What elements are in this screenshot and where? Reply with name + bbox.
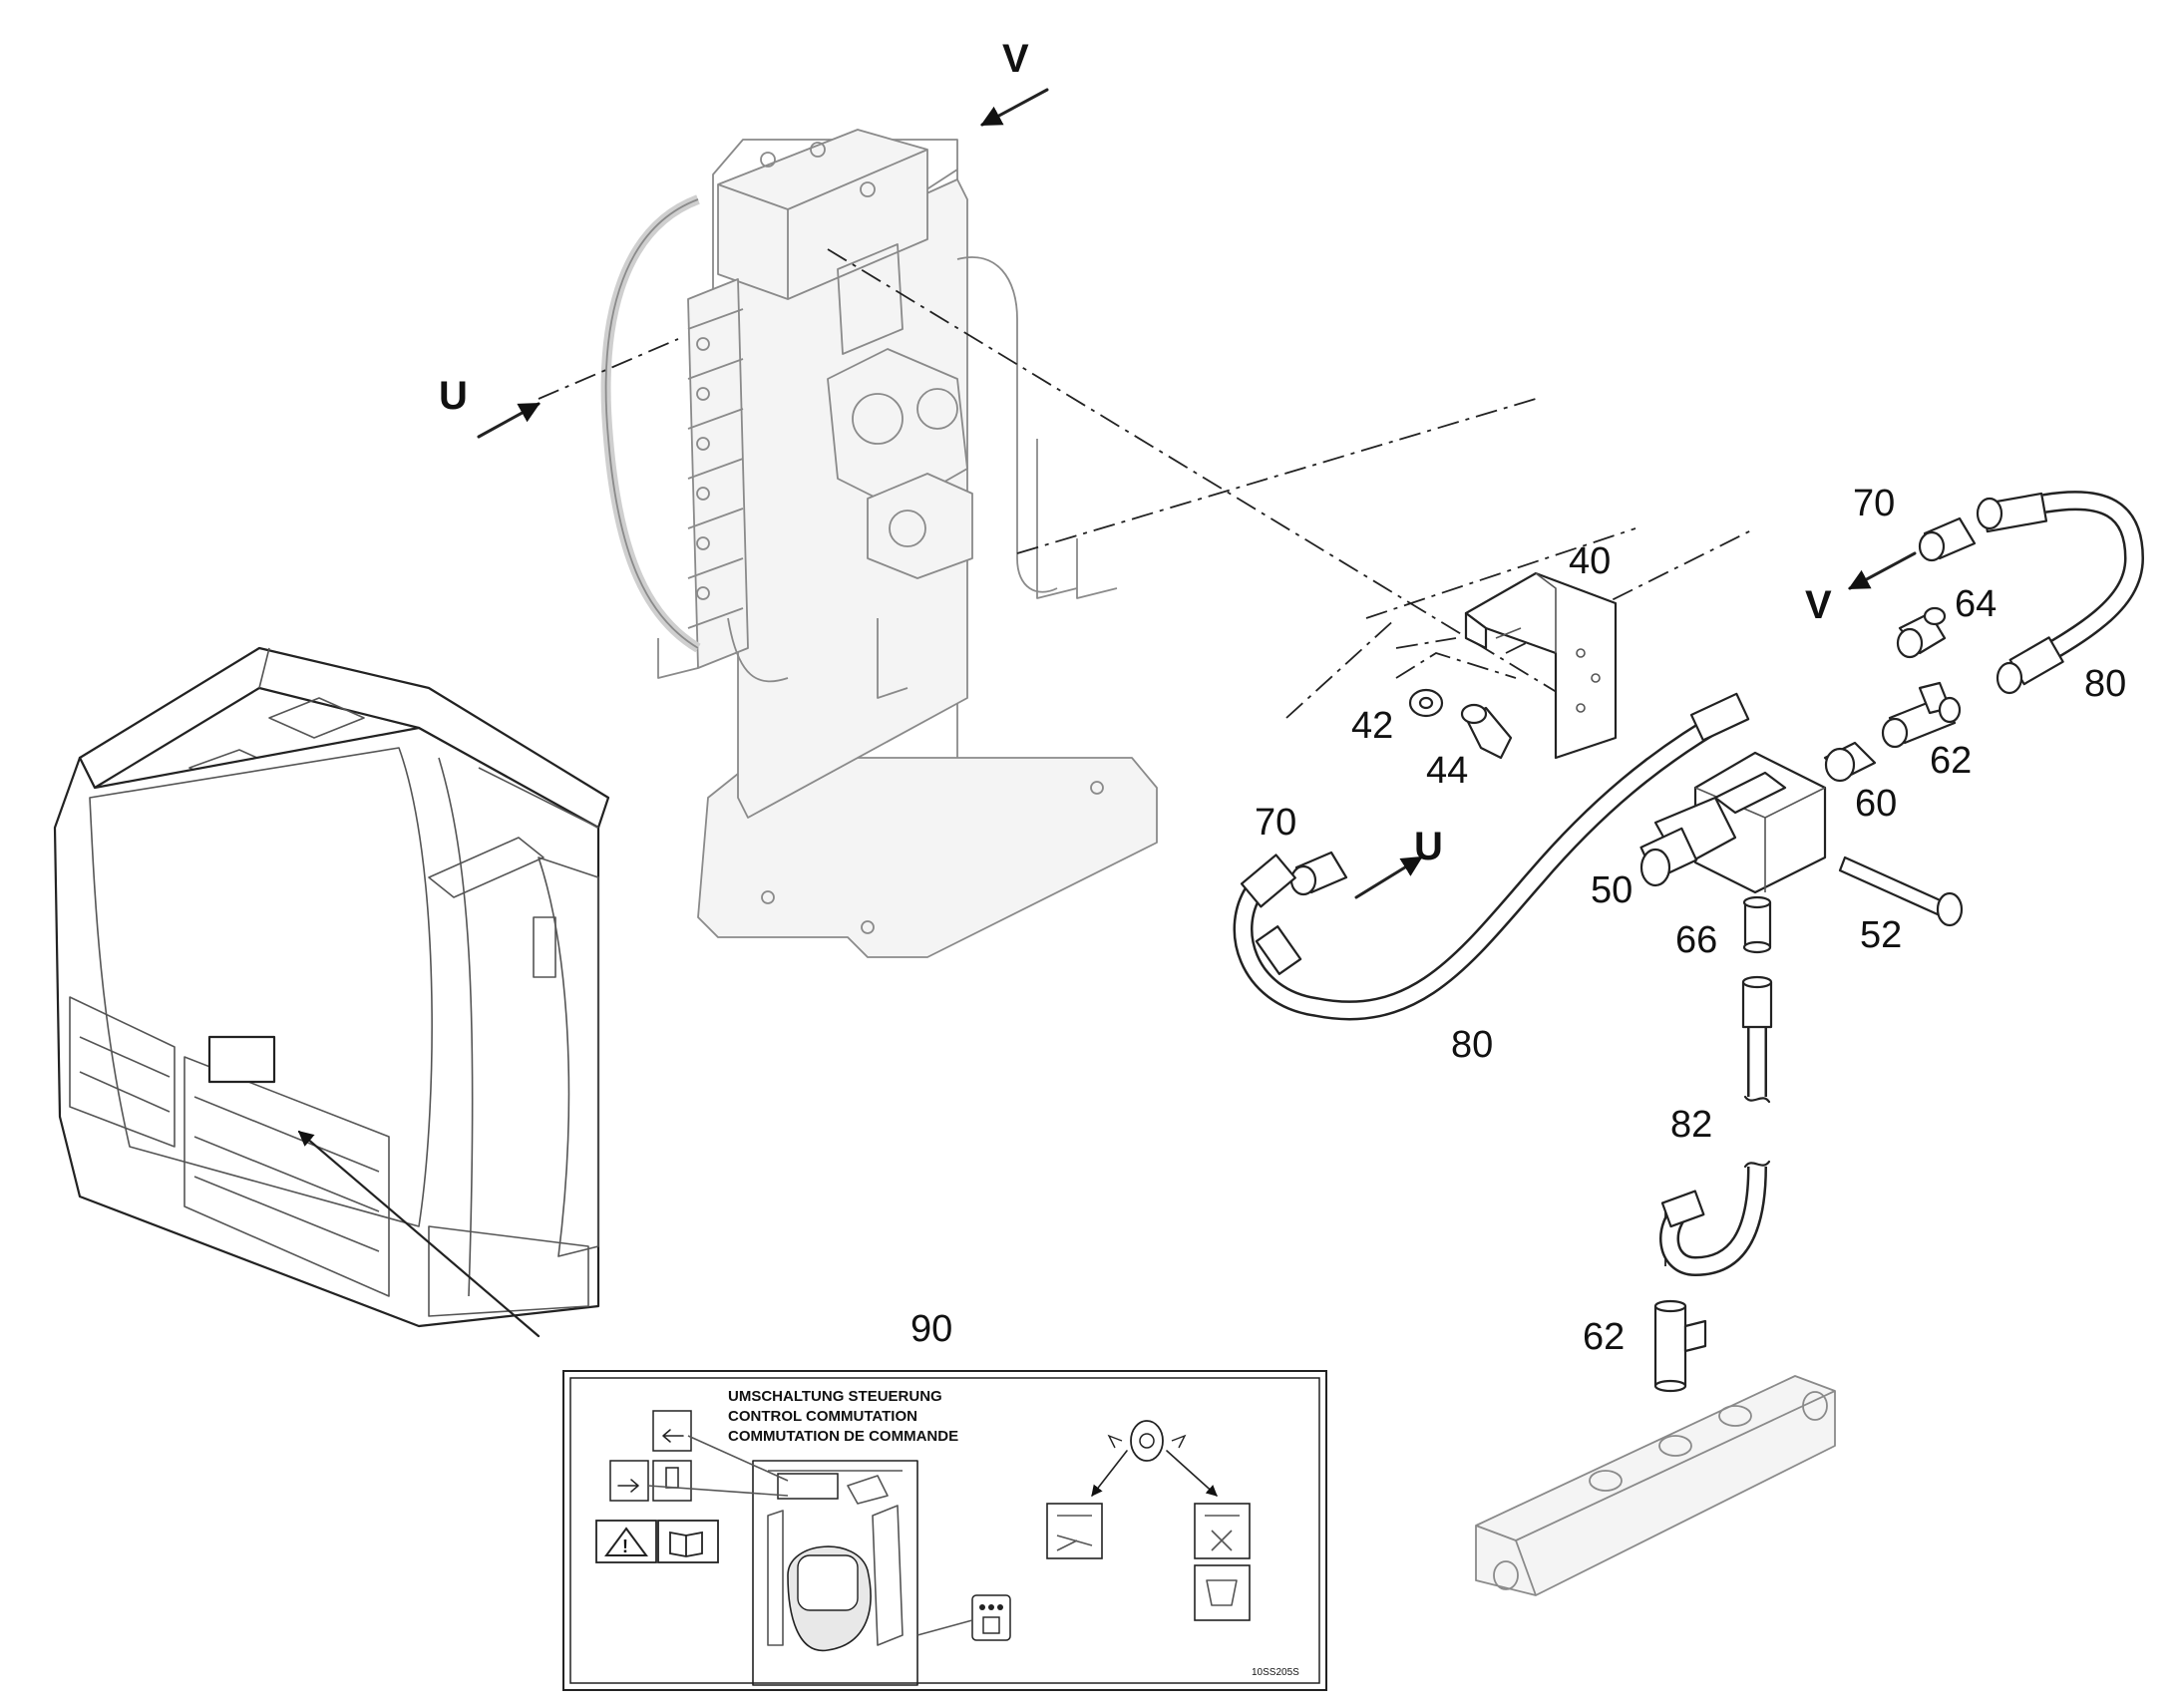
callout-52: 52 — [1860, 914, 1902, 956]
commutation-switch-icon — [1130, 1420, 1164, 1462]
control-valve-assembly — [600, 129, 1158, 958]
svg-text:!: ! — [622, 1537, 628, 1556]
tee-fitting-62-upper — [1881, 681, 1962, 749]
bracket-40 — [1464, 571, 1618, 760]
callout-80-lower: 80 — [1451, 1024, 1493, 1066]
label-text-french: COMMUTATION DE COMMANDE — [728, 1428, 958, 1445]
tee-fitting-62-lower — [1653, 1299, 1707, 1393]
bolt-52 — [1838, 855, 1964, 927]
callout-62-lower: 62 — [1583, 1316, 1625, 1358]
callout-44: 44 — [1426, 750, 1468, 792]
callout-70-lower: 70 — [1255, 802, 1296, 844]
hose-80-short — [1976, 491, 2145, 695]
view-marker-v-hose: V — [1805, 583, 1832, 627]
elbow-fitting-64 — [1896, 606, 1947, 659]
callout-66: 66 — [1675, 919, 1717, 961]
callout-82: 82 — [1670, 1104, 1712, 1146]
callout-80-right: 80 — [2084, 663, 2126, 705]
fitting-60 — [1823, 741, 1877, 783]
lever-left-icon — [652, 1410, 692, 1452]
callout-70-upper: 70 — [1853, 483, 1895, 524]
view-marker-u-hose: U — [1414, 825, 1443, 868]
callout-90: 90 — [910, 1308, 952, 1350]
view-arrows — [477, 88, 1917, 899]
manual-book-icon — [657, 1520, 719, 1563]
label-text-english: CONTROL COMMUTATION — [728, 1408, 917, 1425]
fitting-70-upper — [1918, 516, 1977, 562]
label-part-code: 10SS205S — [1252, 1667, 1299, 1678]
mode-c-icon — [1194, 1564, 1251, 1621]
mode-a-icon — [1046, 1503, 1103, 1559]
callout-60: 60 — [1855, 783, 1897, 825]
view-marker-v-top: V — [1002, 37, 1029, 81]
label-90-control-commutation: UMSCHALTUNG STEUERUNG CONTROL COMMUTATIO… — [562, 1370, 1327, 1691]
manifold-block — [1475, 1375, 1836, 1596]
callout-62-upper: 62 — [1930, 740, 1972, 782]
label-placement-rectangle — [207, 1035, 276, 1084]
fitting-70-lower — [1289, 851, 1348, 896]
operator-cab — [53, 646, 610, 1328]
callout-40: 40 — [1569, 540, 1611, 582]
callout-50: 50 — [1591, 869, 1633, 911]
label-text-german: UMSCHALTUNG STEUERUNG — [728, 1388, 942, 1405]
solenoid-valve-50 — [1639, 751, 1827, 894]
bolt-44 — [1460, 703, 1513, 760]
fitting-66 — [1742, 895, 1772, 954]
hose-82 — [1659, 975, 1773, 1277]
lever-right-icon — [609, 1460, 649, 1502]
callout-42: 42 — [1351, 705, 1393, 747]
washer-42 — [1408, 688, 1444, 718]
bolt-alignment-line — [1395, 652, 1517, 679]
view-marker-u-left: U — [439, 374, 468, 418]
mode-b-icon — [1194, 1503, 1251, 1559]
callout-64: 64 — [1955, 583, 1997, 625]
hose-80-long — [1233, 692, 1750, 1021]
label-leader-arrow — [297, 1130, 541, 1338]
callout-numbers: 40 42 44 50 52 60 62 62 64 66 70 70 80 8… — [910, 483, 2126, 1358]
